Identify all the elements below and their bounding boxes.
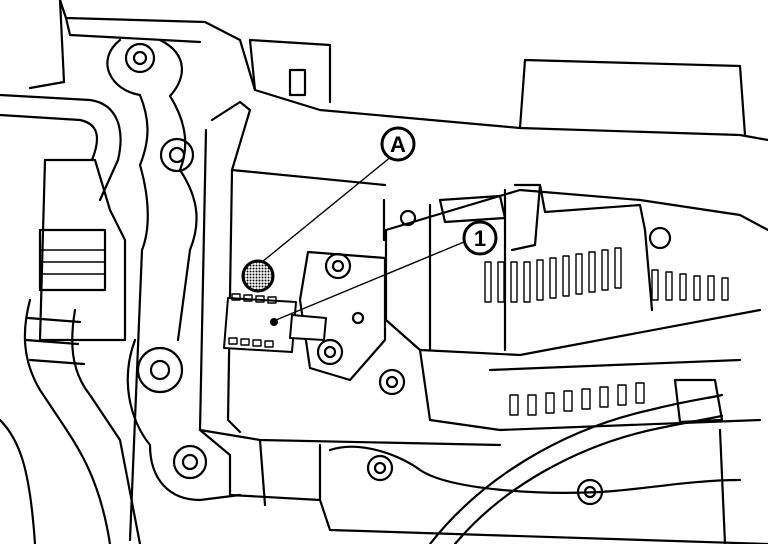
upper-housing bbox=[28, 0, 768, 142]
callout-1-label: 1 bbox=[474, 226, 486, 251]
left-hose bbox=[0, 93, 142, 544]
connector-a bbox=[241, 259, 275, 293]
callout-a-label: A bbox=[390, 132, 406, 157]
heat-sink-unit bbox=[382, 183, 768, 432]
leader-line-a bbox=[261, 155, 393, 263]
leader-line-1 bbox=[275, 241, 465, 321]
lower-frame bbox=[198, 428, 768, 544]
callout-1: 1 bbox=[462, 220, 498, 256]
sensor-module bbox=[223, 293, 327, 353]
callout-a: A bbox=[380, 126, 416, 162]
left-bracket bbox=[106, 38, 242, 542]
right-cable bbox=[428, 378, 724, 544]
